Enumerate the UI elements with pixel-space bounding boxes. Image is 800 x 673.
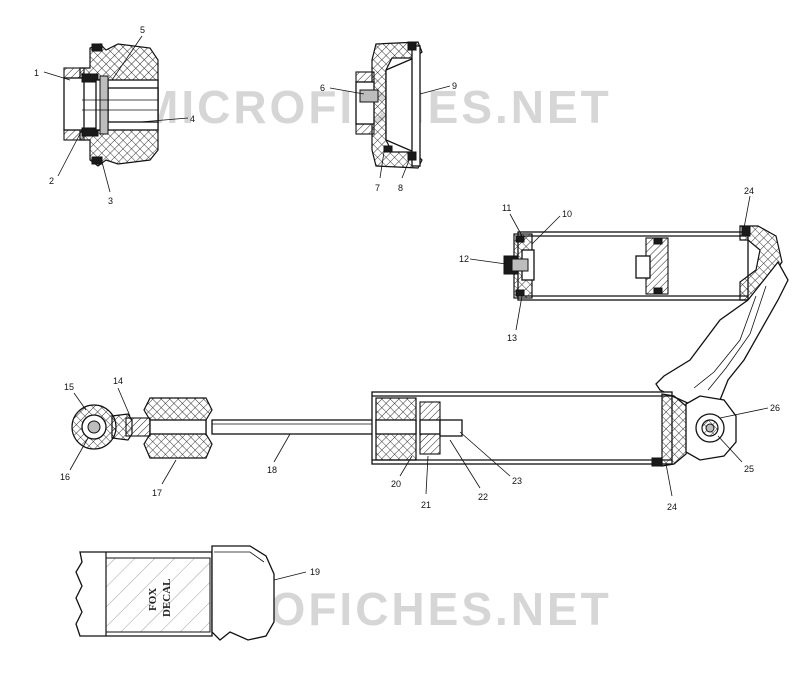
- callout-15: 15: [64, 382, 74, 392]
- callout-11: 11: [502, 203, 511, 213]
- reservoir-tube: [517, 231, 749, 301]
- callout-17: 17: [152, 488, 162, 498]
- callout-6: 6: [320, 83, 325, 93]
- callout-24-top: 24: [744, 186, 754, 196]
- callout-10: 10: [562, 209, 572, 219]
- callout-24-bottom: 24: [667, 502, 677, 512]
- callout-12: 12: [459, 254, 469, 264]
- callouts-reservoir: 11 10 12 13 24: [459, 186, 754, 343]
- reservoir-assembly: [503, 225, 789, 419]
- main-shock-assembly: [71, 391, 737, 467]
- callout-9: 9: [452, 81, 457, 91]
- decal-assembly: FOX DECAL: [75, 545, 275, 641]
- callout-3: 3: [108, 196, 113, 206]
- callout-25: 25: [744, 464, 754, 474]
- callout-7: 7: [375, 183, 380, 193]
- callouts-group-b: 6 7 8 9: [320, 81, 457, 193]
- callout-23: 23: [512, 476, 522, 486]
- callout-8: 8: [398, 183, 403, 193]
- rod-end-nut: [125, 417, 151, 437]
- callout-4: 4: [190, 114, 195, 124]
- bearing-housing-assembly: [63, 43, 159, 167]
- cap-top: [63, 67, 85, 79]
- callout-21: 21: [421, 500, 431, 510]
- decal-text-line2: DECAL: [161, 578, 173, 617]
- callout-18: 18: [267, 465, 277, 475]
- callout-20: 20: [391, 479, 401, 489]
- callouts-decal: 19: [273, 567, 320, 581]
- callouts-group-a: 1 2 3 4 5: [34, 25, 195, 206]
- callout-14: 14: [113, 376, 123, 386]
- decal-text-line1: FOX: [147, 588, 159, 611]
- callout-2: 2: [49, 176, 54, 186]
- callout-26: 26: [770, 403, 780, 413]
- shaft: [211, 419, 381, 435]
- callout-19: 19: [310, 567, 320, 577]
- callouts-main: 15 14 16 17 18 20 21 22 23 24 25 26: [60, 376, 780, 512]
- bridge-top: [739, 225, 783, 301]
- callout-16: 16: [60, 472, 70, 482]
- body-tube: [371, 391, 673, 465]
- callout-5: 5: [140, 25, 145, 35]
- decal-end-cap: [211, 545, 275, 641]
- callout-13: 13: [507, 333, 517, 343]
- piston-cap-assembly: [355, 41, 423, 169]
- callout-22: 22: [478, 492, 488, 502]
- callout-1: 1: [34, 68, 39, 78]
